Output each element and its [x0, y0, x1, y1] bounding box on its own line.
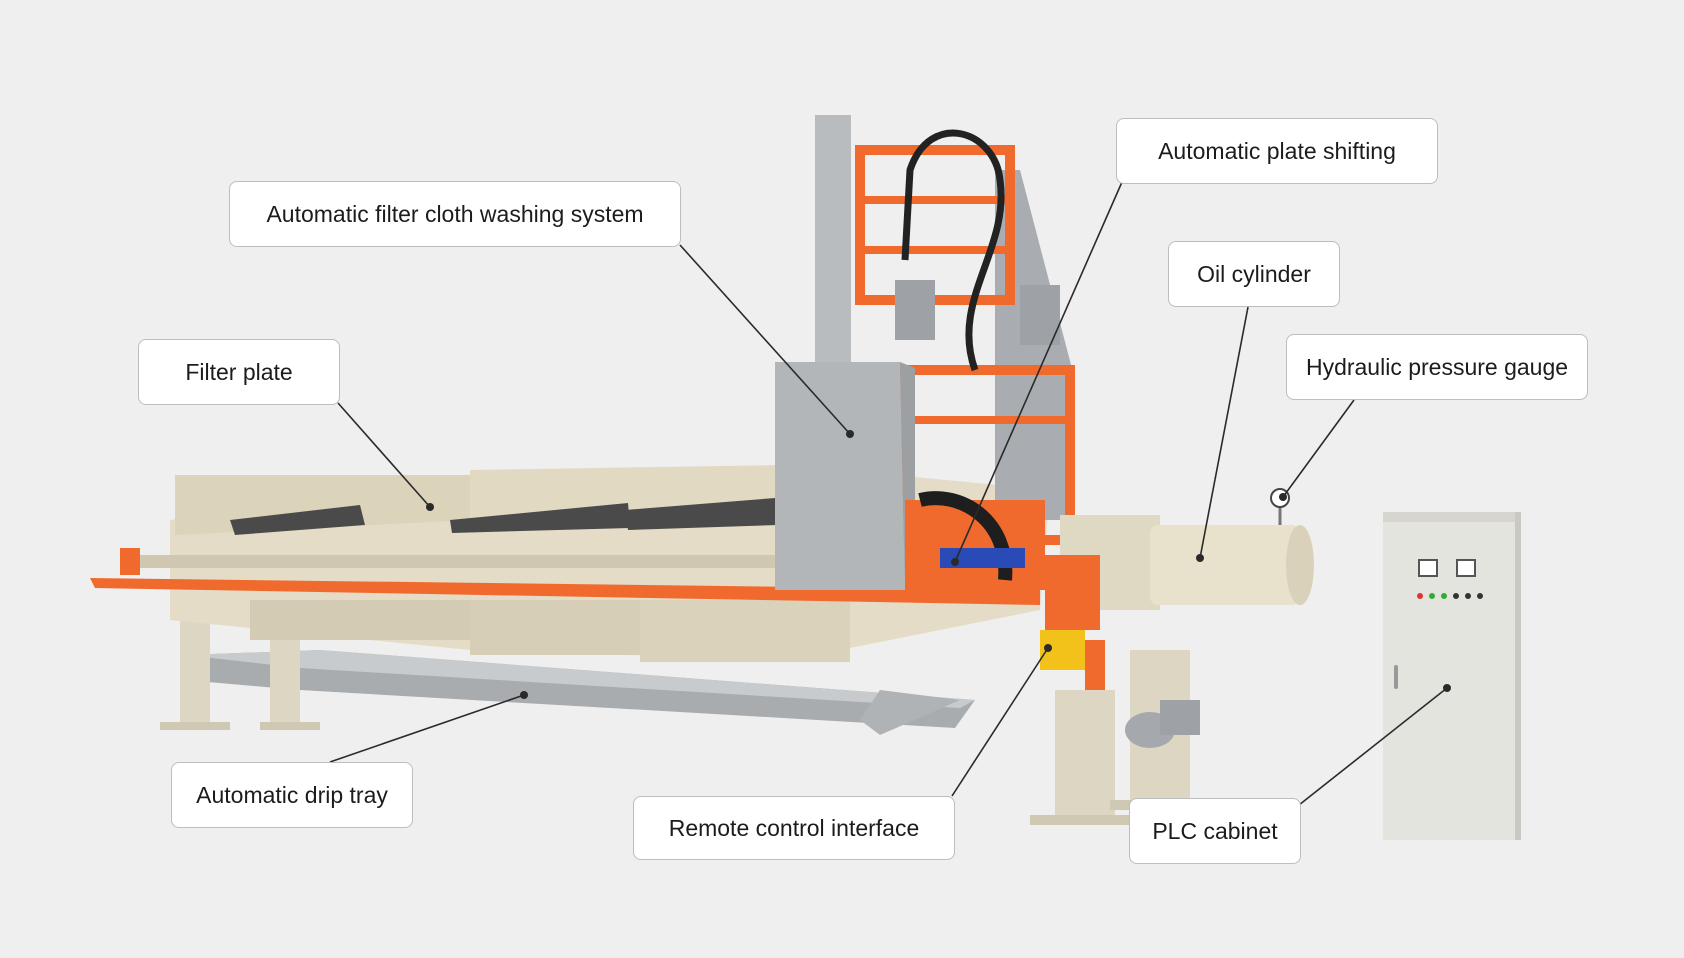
remote-control-box	[1040, 630, 1105, 690]
drive-motor	[1125, 700, 1200, 748]
label-pressure-gauge: Hydraulic pressure gauge	[1286, 334, 1588, 400]
label-plate-shifting: Automatic plate shifting	[1116, 118, 1438, 184]
plc-cabinet	[1383, 512, 1521, 840]
oil-cylinder-body	[1045, 515, 1314, 630]
leader-lines	[329, 181, 1451, 806]
label-drip-tray: Automatic drip tray	[171, 762, 413, 828]
splash-panel	[775, 362, 915, 590]
drip-tray	[185, 650, 975, 735]
label-washing-system: Automatic filter cloth washing system	[229, 181, 681, 247]
label-plc-cabinet: PLC cabinet	[1129, 798, 1301, 864]
label-oil-cylinder: Oil cylinder	[1168, 241, 1340, 307]
plate-shifting-carriage	[905, 491, 1045, 590]
label-remote-control: Remote control interface	[633, 796, 955, 860]
label-filter-plate: Filter plate	[138, 339, 340, 405]
filter-plate-ribs	[230, 498, 778, 535]
